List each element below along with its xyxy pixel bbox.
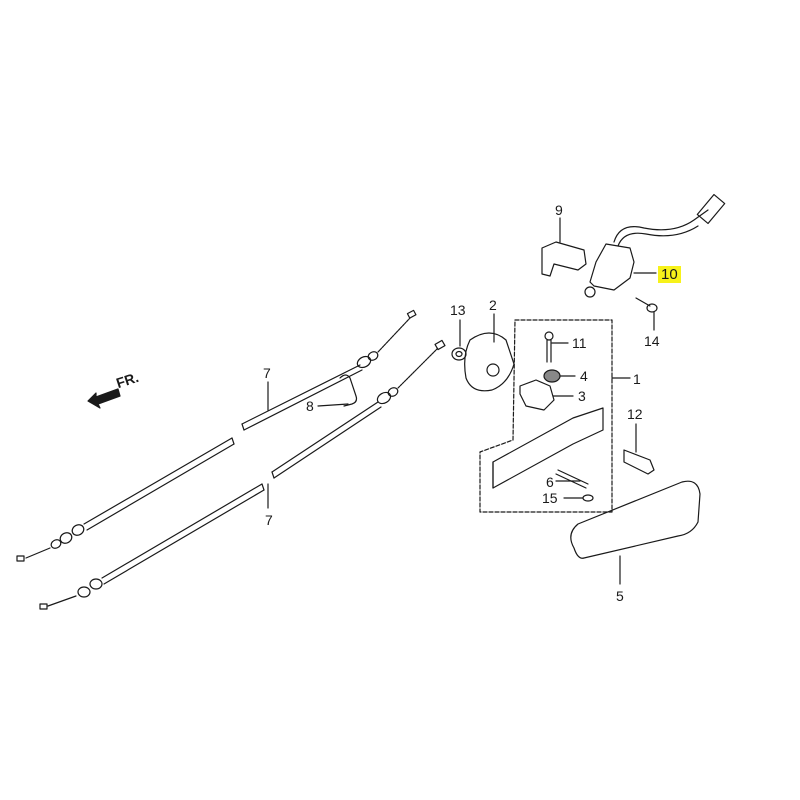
callout-2[interactable]: 2 <box>489 297 497 313</box>
callout-14[interactable]: 14 <box>644 333 660 349</box>
callout-6[interactable]: 6 <box>546 474 554 490</box>
callout-7-lower[interactable]: 7 <box>265 512 273 528</box>
callout-10-highlighted[interactable]: 10 <box>658 266 681 283</box>
cable-clamp-part-8 <box>317 374 358 407</box>
callout-11[interactable]: 11 <box>572 335 587 351</box>
clip-part-15 <box>563 494 594 502</box>
nut-part-4 <box>543 369 576 383</box>
screw-part-14 <box>635 297 658 331</box>
switch-part-10 <box>584 193 726 298</box>
callout-4[interactable]: 4 <box>580 368 588 384</box>
callout-15[interactable]: 15 <box>542 490 558 506</box>
bracket-part-9 <box>541 217 587 277</box>
grip-cover-part-5 <box>570 480 701 585</box>
callout-9[interactable]: 9 <box>555 202 563 218</box>
bolt-part-11 <box>544 331 569 363</box>
callout-3[interactable]: 3 <box>578 388 586 404</box>
callout-8[interactable]: 8 <box>306 398 314 414</box>
callout-5[interactable]: 5 <box>616 588 624 604</box>
switch-part-3 <box>519 379 574 411</box>
pin-part-6 <box>555 469 589 489</box>
pivot-bolt-part-12 <box>623 423 655 475</box>
washer-part-13 <box>451 319 467 361</box>
assembly-1-border <box>479 319 613 513</box>
housing-part-2 <box>464 313 515 392</box>
callout-7-upper[interactable]: 7 <box>263 365 271 381</box>
lever-body-part-1 <box>492 407 604 489</box>
throttle-cable-lower <box>39 339 446 610</box>
front-direction-arrow-icon <box>87 388 121 409</box>
callout-13[interactable]: 13 <box>450 302 466 318</box>
throttle-cable-upper <box>16 309 417 562</box>
callout-12[interactable]: 12 <box>627 406 643 422</box>
callout-1[interactable]: 1 <box>633 371 641 387</box>
